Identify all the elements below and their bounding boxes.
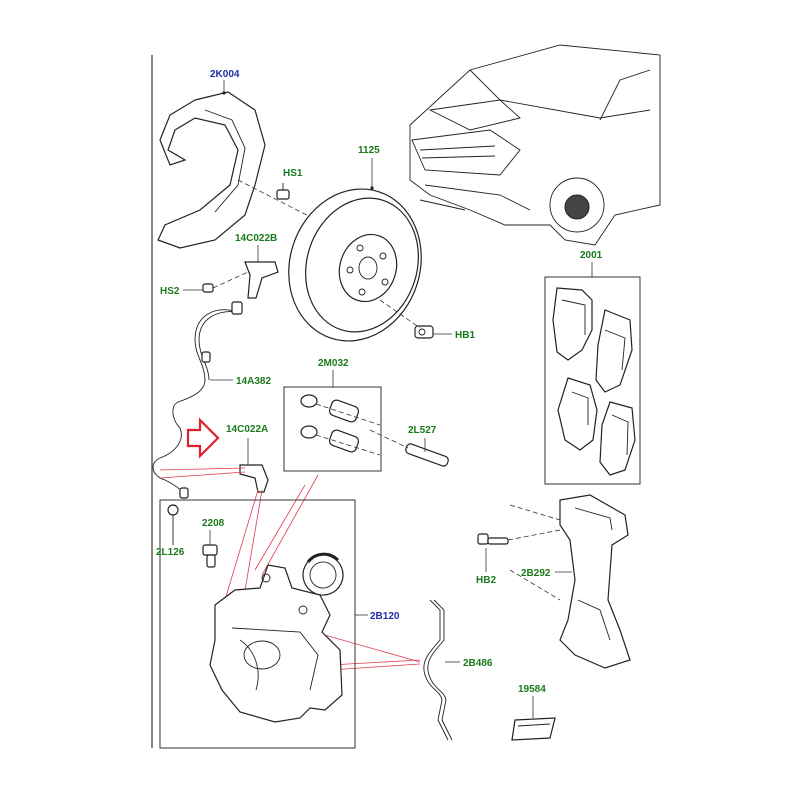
seal-2208 — [202, 544, 218, 568]
label-14a382: 14A382 — [236, 376, 271, 387]
kit-box-2m032 — [283, 386, 382, 472]
clip-19584 — [511, 717, 556, 741]
vehicle-illustration — [409, 44, 661, 246]
sensor-bracket-upper — [244, 261, 279, 299]
guide-pin-kit — [300, 394, 381, 456]
label-2b120: 2B120 — [370, 611, 400, 622]
axis-line-hs1 — [237, 179, 341, 233]
label-19584: 19584 — [518, 684, 546, 695]
splash-shield — [157, 91, 266, 249]
label-2208: 2208 — [202, 518, 225, 529]
bolt-hb1 — [414, 325, 434, 339]
label-hb1: HB1 — [455, 330, 475, 341]
label-1125: 1125 — [358, 145, 380, 156]
piston-seal — [302, 552, 344, 596]
label-2k004: 2K004 — [210, 69, 240, 80]
label-14c022b: 14C022B — [235, 233, 277, 244]
label-hs1: HS1 — [283, 168, 303, 179]
label-2l527: 2L527 — [408, 425, 437, 436]
label-14c022a: 14C022A — [226, 424, 268, 435]
caliper-body — [209, 564, 343, 723]
brake-pads — [552, 287, 636, 476]
label-hs2: HS2 — [160, 286, 180, 297]
label-2b486: 2B486 — [463, 658, 493, 669]
label-2b292: 2B292 — [521, 568, 551, 579]
highlight-arrow — [186, 417, 220, 459]
bolt-hs2 — [202, 283, 214, 293]
label-2l126: 2L126 — [156, 547, 185, 558]
bleed-screw — [167, 504, 179, 545]
label-2001: 2001 — [580, 250, 603, 261]
caliper-carrier — [559, 494, 631, 669]
sensor-bracket-lower — [239, 464, 269, 493]
pads-box-2001 — [544, 276, 641, 485]
bolt-hb2 — [477, 533, 509, 545]
label-2m032: 2M032 — [318, 358, 349, 369]
bolt-hs1 — [276, 183, 290, 200]
caliper-box-2b120 — [159, 499, 356, 749]
guide-pin — [405, 443, 449, 467]
retaining-spring — [423, 599, 453, 741]
label-hb2: HB2 — [476, 575, 496, 586]
axis-line-hb1 — [379, 299, 421, 329]
brake-disc — [288, 188, 422, 342]
